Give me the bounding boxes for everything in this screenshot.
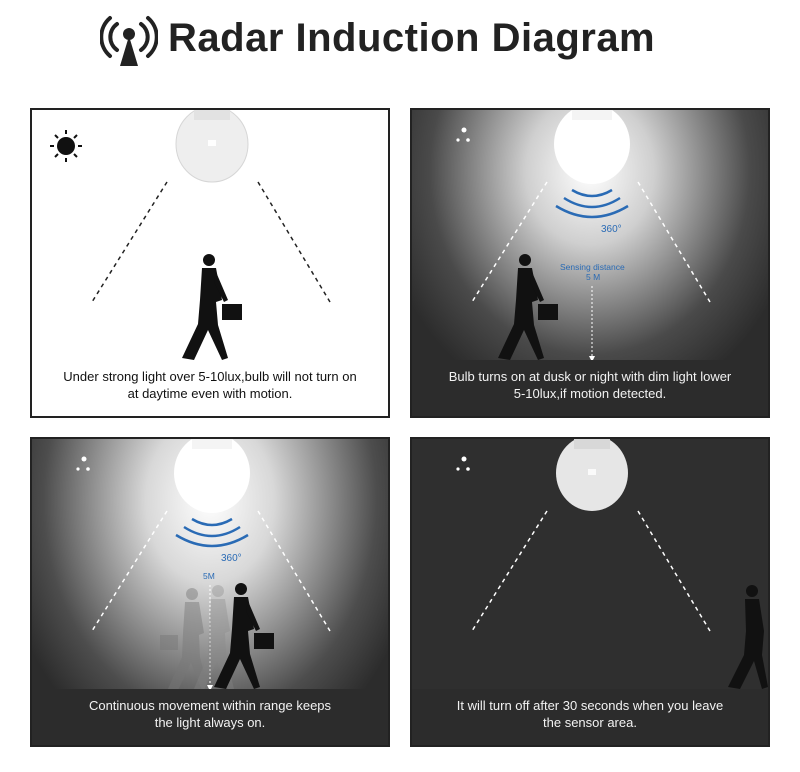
header: Radar Induction Diagram	[100, 6, 720, 72]
distance-label: 5M	[203, 571, 215, 581]
light-bulb	[554, 110, 630, 184]
walking-person	[182, 254, 242, 360]
sun-icon	[50, 130, 82, 162]
caption-line: Under strong light over 5-10lux,bulb wil…	[63, 369, 357, 384]
caption: It will turn off after 30 seconds when y…	[412, 689, 768, 745]
beam-right-line	[637, 510, 711, 632]
walking-person	[214, 583, 274, 689]
light-bulb	[175, 110, 249, 183]
beam-left-line	[91, 181, 168, 303]
distance-value: 5 M	[586, 272, 600, 282]
caption: Under strong light over 5-10lux,bulb wil…	[32, 360, 388, 416]
panel-light-off: It will turn off after 30 seconds when y…	[410, 437, 770, 747]
page-title: Radar Induction Diagram	[168, 16, 656, 60]
walking-person	[728, 585, 768, 689]
moon-stars-icon	[446, 127, 474, 161]
radar-waves	[175, 517, 249, 548]
moon-stars-icon	[66, 456, 94, 490]
caption: Continuous movement within range keeps t…	[32, 689, 388, 745]
scene-continuous-motion: 360° 5M	[36, 439, 386, 693]
panel-continuous-motion: 360° 5M Continuous movement within range…	[30, 437, 390, 747]
beam-right-line	[257, 181, 331, 303]
panel-night-motion: 360° Sensing distance 5 M Bulb turns on …	[410, 108, 770, 418]
panel-daytime: Under strong light over 5-10lux,bulb wil…	[30, 108, 390, 418]
caption-line: Continuous movement within range keeps	[88, 698, 332, 713]
walking-person	[498, 254, 558, 360]
beam-right-line	[637, 181, 711, 303]
caption-line: It will turn off after 30 seconds when y…	[456, 698, 724, 713]
distance-label: Sensing distance	[560, 262, 625, 272]
angle-label: 360°	[601, 224, 622, 235]
moon-stars-icon	[446, 456, 474, 490]
caption-line: at daytime even with motion.	[127, 386, 293, 401]
beam-left-line	[471, 510, 548, 632]
radar-antenna-icon	[100, 16, 158, 66]
light-bulb	[556, 439, 628, 511]
beam-right-line	[257, 510, 331, 632]
scene-daytime	[36, 110, 386, 364]
caption-line: Bulb turns on at dusk or night with dim …	[448, 369, 732, 384]
scene-light-off	[416, 439, 768, 693]
beam-left-line	[91, 510, 168, 632]
scene-night-motion: 360° Sensing distance 5 M	[416, 110, 766, 364]
angle-label: 360°	[221, 553, 242, 564]
caption-line: the light always on.	[154, 715, 266, 730]
caption-line: the sensor area.	[543, 715, 637, 730]
light-bulb	[174, 439, 250, 513]
caption-line: 5-10lux,if motion detected.	[513, 386, 667, 401]
ghost-person	[160, 588, 208, 690]
caption: Bulb turns on at dusk or night with dim …	[412, 360, 768, 416]
radar-waves	[555, 188, 629, 219]
